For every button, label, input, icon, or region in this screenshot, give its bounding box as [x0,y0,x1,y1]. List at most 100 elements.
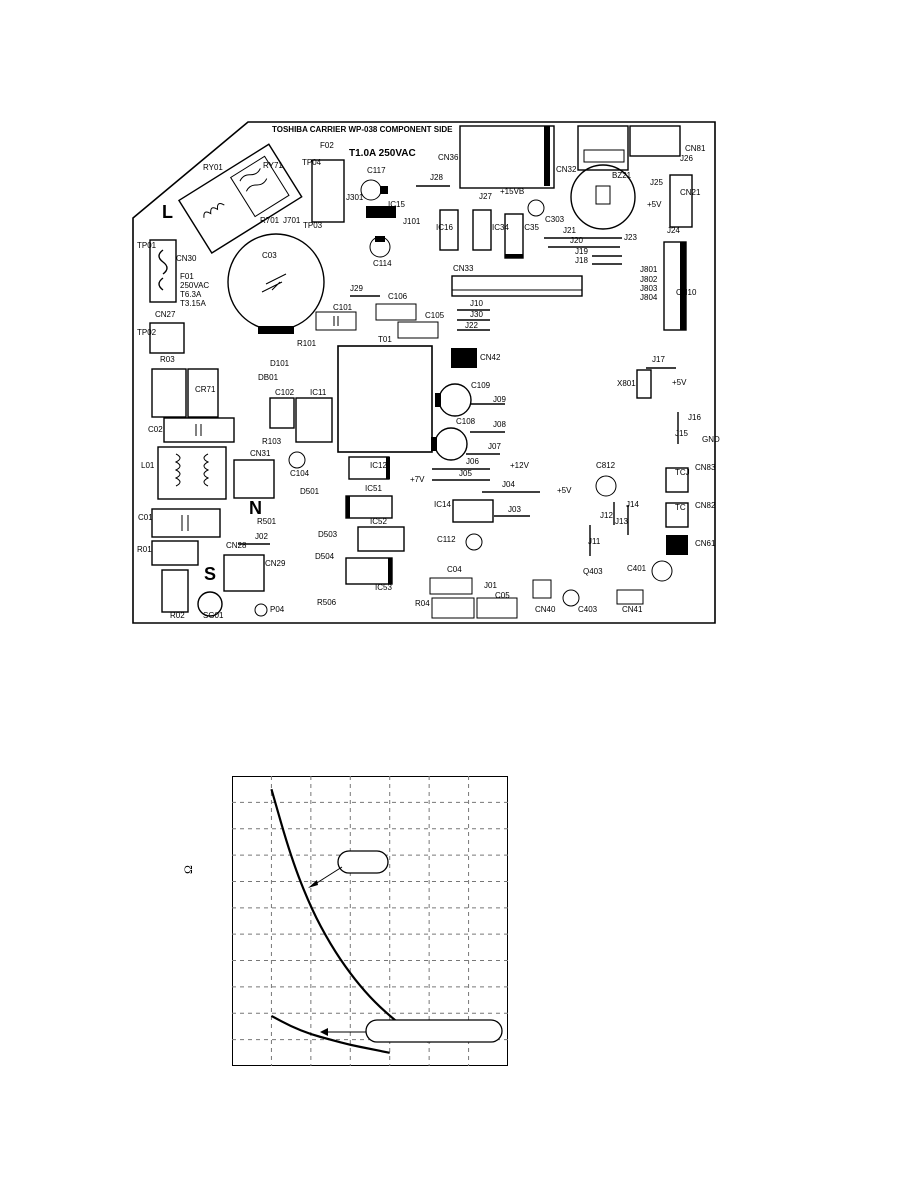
part-label: IC51 [365,484,382,493]
part-label: RY71 [263,161,283,170]
part-label: +7V [410,475,425,484]
ic34-chip [472,209,492,251]
part-label: R101 [297,339,317,348]
part-label: C02 [148,425,163,434]
part-label: CN30 [176,254,197,263]
part-label: D501 [300,487,320,496]
part-label: +15VB [500,187,524,196]
cn40-connector [532,579,552,599]
part-label: D503 [318,530,338,539]
c05-capacitor [476,597,518,619]
part-label: J16 [688,413,701,422]
part-label: L01 [141,461,155,470]
part-label: J802 [640,275,658,284]
c105-capacitor [397,321,439,339]
part-label: TCJ [675,468,690,477]
part-label: R04 [415,599,430,608]
part-label: +5V [557,486,572,495]
part-label: CN29 [265,559,286,568]
part-label: J14 [626,500,639,509]
cn41-connector [616,589,644,605]
part-label: C114 [373,259,392,268]
part-label: R506 [317,598,337,607]
part-label: J02 [255,532,268,541]
part-label: TP01 [137,241,157,250]
part-label: IC16 [436,223,453,232]
part-label: J701 [283,216,301,225]
part-label: R03 [160,355,175,364]
callout-lower [365,1019,503,1043]
part-label: J07 [488,442,501,451]
c112-capacitor [465,533,483,551]
part-label: J08 [493,420,506,429]
part-label: CN82 [695,501,716,510]
pcb-component-layout: TOSHIBA CARRIER WP-038 COMPONENT SIDE T1… [132,121,720,624]
part-label: TC [675,503,686,512]
cn81-connector [629,125,681,157]
part-label: CN27 [155,310,176,319]
part-label: C401 [627,564,647,573]
part-label: +5V [672,378,687,387]
part-label: C101 [333,303,353,312]
part-label: CN61 [695,539,716,548]
part-label: CN83 [695,463,716,472]
c01-capacitor [151,508,221,538]
part-label: T01 [378,335,392,344]
part-label: IC12 [370,461,387,470]
part-label: J10 [470,299,483,308]
part-label: TP04 [302,158,322,167]
part-label: J801 [640,265,658,274]
part-label: J11 [588,537,601,546]
part-label: R501 [257,517,277,526]
part-label: J804 [640,293,658,302]
part-label: J03 [508,505,521,514]
part-label: C105 [425,311,445,320]
part-label: BZ21 [612,171,632,180]
series-line-1 [270,1014,390,1054]
c403-capacitor [562,589,580,607]
r01-resistor [151,540,199,566]
part-label: C108 [456,417,476,426]
part-label: C04 [447,565,462,574]
region-s: S [204,564,216,584]
part-label: J28 [430,173,443,182]
part-label: CN32 [556,165,577,174]
ic52-chip [357,526,405,552]
part-label: C109 [471,381,491,390]
part-label: J12 [600,511,613,520]
ic14-chip [452,499,494,523]
part-label: +5V [647,200,662,209]
part-label: X801 [617,379,636,388]
part-label: CN21 [680,188,701,197]
part-label: J26 [680,154,693,163]
part-label: C303 [545,215,565,224]
part-label: CN31 [250,449,271,458]
c101-capacitor [315,311,357,331]
part-label: J24 [667,226,680,235]
part-label: C102 [275,388,295,397]
f01-line-0: F01 [180,272,194,281]
part-label: D101 [270,359,290,368]
part-label: J22 [465,321,478,330]
part-label: IC34 [492,223,509,232]
part-label: CN40 [535,605,556,614]
fuse-rating-label: T1.0A 250VAC [349,148,416,159]
c401-capacitor [651,560,673,582]
part-label: DB01 [258,373,279,382]
part-label: F02 [320,141,334,150]
part-label: J25 [650,178,663,187]
part-label: J17 [652,355,665,364]
part-label: J06 [466,457,479,466]
cn82-connector [665,502,689,528]
part-label: IC15 [388,200,405,209]
part-label: CN42 [480,353,501,362]
cn32-connector [577,125,629,171]
cn33-connector [451,275,583,297]
part-label: J15 [675,429,688,438]
part-label: J23 [624,233,637,242]
part-label: J29 [350,284,363,293]
cn28-connector [223,554,265,592]
part-label: J13 [615,517,628,526]
part-label: J01 [484,581,497,590]
part-label: RY01 [203,163,223,172]
